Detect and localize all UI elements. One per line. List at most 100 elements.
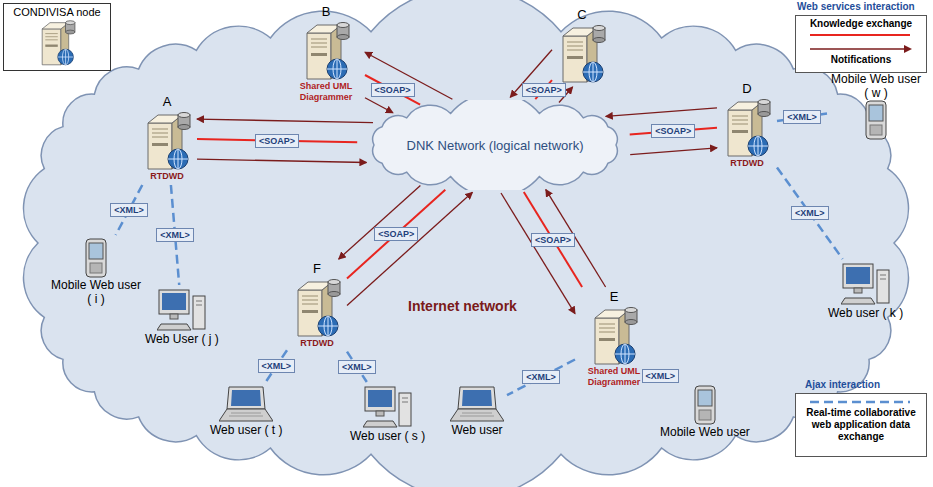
server-node: ARTDWD (140, 95, 194, 182)
device-icon (450, 385, 504, 423)
graphic-part (318, 316, 338, 336)
graphic-part (557, 22, 607, 84)
region-label: Internet network (408, 298, 517, 314)
node-title: CONDIVISA node (13, 6, 100, 18)
graphic-part (599, 338, 615, 341)
graphic-part (864, 100, 888, 140)
graphic-part (615, 344, 635, 364)
graphic-part (142, 109, 192, 171)
graphic-part (595, 310, 629, 318)
graphic-part (157, 288, 207, 332)
graphic-part (311, 53, 327, 56)
graphic-part (42, 23, 69, 29)
web-user-node: Web user ( k ) (828, 262, 903, 320)
graphic-part (866, 101, 886, 139)
component-label: RTDWD (300, 338, 334, 349)
graphic-part (583, 62, 603, 82)
graphic-part (66, 21, 75, 25)
graphic-part (567, 56, 583, 59)
graphic-part (589, 304, 639, 366)
server-icon (301, 19, 351, 81)
notification-arrow (365, 52, 452, 99)
server-icon (557, 22, 607, 84)
graphic-part (621, 344, 629, 364)
knowledge-exchange-line (365, 75, 420, 105)
graphic-part (193, 296, 205, 329)
legend-title: Ajax interaction (805, 379, 880, 390)
graphic-part (231, 390, 261, 406)
graphic-part (62, 49, 68, 65)
server-node: DRTDWD (720, 82, 774, 169)
server-node: BShared UML Diagrammer (290, 5, 362, 103)
graphic-part (748, 136, 768, 156)
component-label: RTDWD (730, 158, 764, 169)
graphic-part (86, 239, 106, 277)
graphic-part (89, 243, 103, 259)
device-icon (219, 385, 273, 423)
graphic-part (152, 143, 168, 146)
network-label: DNK Network (logical network) (407, 138, 584, 153)
graphic-part (178, 125, 190, 130)
protocol-tag: <XML> (156, 228, 194, 242)
graphic-part (219, 409, 273, 421)
server-icon (722, 96, 772, 158)
server-letter: E (610, 290, 619, 304)
graphic-part (698, 390, 712, 406)
graphic-part (748, 136, 768, 156)
web-user-node: Web user ( s ) (350, 385, 425, 443)
graphic-part (292, 276, 342, 338)
web-user-node: Web user (450, 385, 504, 437)
protocol-tag: <SOAP> (531, 233, 575, 247)
graphic-part (589, 62, 597, 82)
graphic-part (152, 129, 168, 137)
legend-line (810, 401, 910, 404)
graphic-part (563, 28, 597, 36)
graphic-part (219, 385, 273, 423)
component-label: Shared UML Diagrammer (290, 81, 362, 103)
server-letter: A (163, 95, 172, 109)
protocol-tag: <XML> (522, 370, 560, 384)
graphic-part (363, 421, 397, 427)
web-user-node: Mobile Web user (660, 385, 750, 439)
legend-line (810, 34, 910, 36)
protocol-tag: <SOAP> (255, 134, 299, 148)
server-icon (38, 18, 77, 66)
graphic-part (460, 413, 494, 416)
graphic-part (298, 282, 332, 290)
graphic-part (758, 112, 770, 117)
web-user-node: Web user ( t ) (210, 385, 282, 437)
graphic-part (162, 293, 186, 310)
device-icon (864, 100, 888, 140)
graphic-part (869, 105, 883, 121)
graphic-part (695, 386, 715, 424)
graphic-part (324, 316, 332, 336)
graphic-part (148, 115, 182, 123)
graphic-part (58, 49, 74, 65)
protocol-tag: <XML> (110, 203, 148, 217)
graphic-part (337, 35, 349, 40)
graphic-part (368, 390, 392, 407)
legend-title: Web services interaction (797, 1, 915, 12)
graphic-part (625, 308, 637, 313)
user-label: Mobile Web user ( w ) (830, 72, 922, 100)
device-icon (84, 238, 108, 278)
graphic-part (754, 136, 762, 156)
user-label: Web user ( s ) (350, 429, 425, 443)
notification-arrow (501, 193, 575, 314)
graphic-part (841, 262, 891, 306)
graphic-part (722, 96, 772, 158)
server-icon (589, 304, 639, 366)
ajax-dashed-line (507, 360, 575, 396)
legend-entry: Real-time collaborative web application … (798, 397, 924, 443)
graphic-part (843, 264, 873, 288)
graphic-part (301, 19, 351, 81)
user-label: Web user (451, 423, 502, 437)
graphic-part (458, 387, 496, 409)
legend-entry: Knowledge exchange (798, 18, 924, 40)
legend-line (810, 48, 904, 49)
web-user-node: Web User ( j ) (145, 288, 219, 346)
notification-arrow (365, 98, 393, 113)
web-user-node: Mobile Web user ( i ) (50, 238, 142, 306)
graphic-part (328, 280, 340, 285)
